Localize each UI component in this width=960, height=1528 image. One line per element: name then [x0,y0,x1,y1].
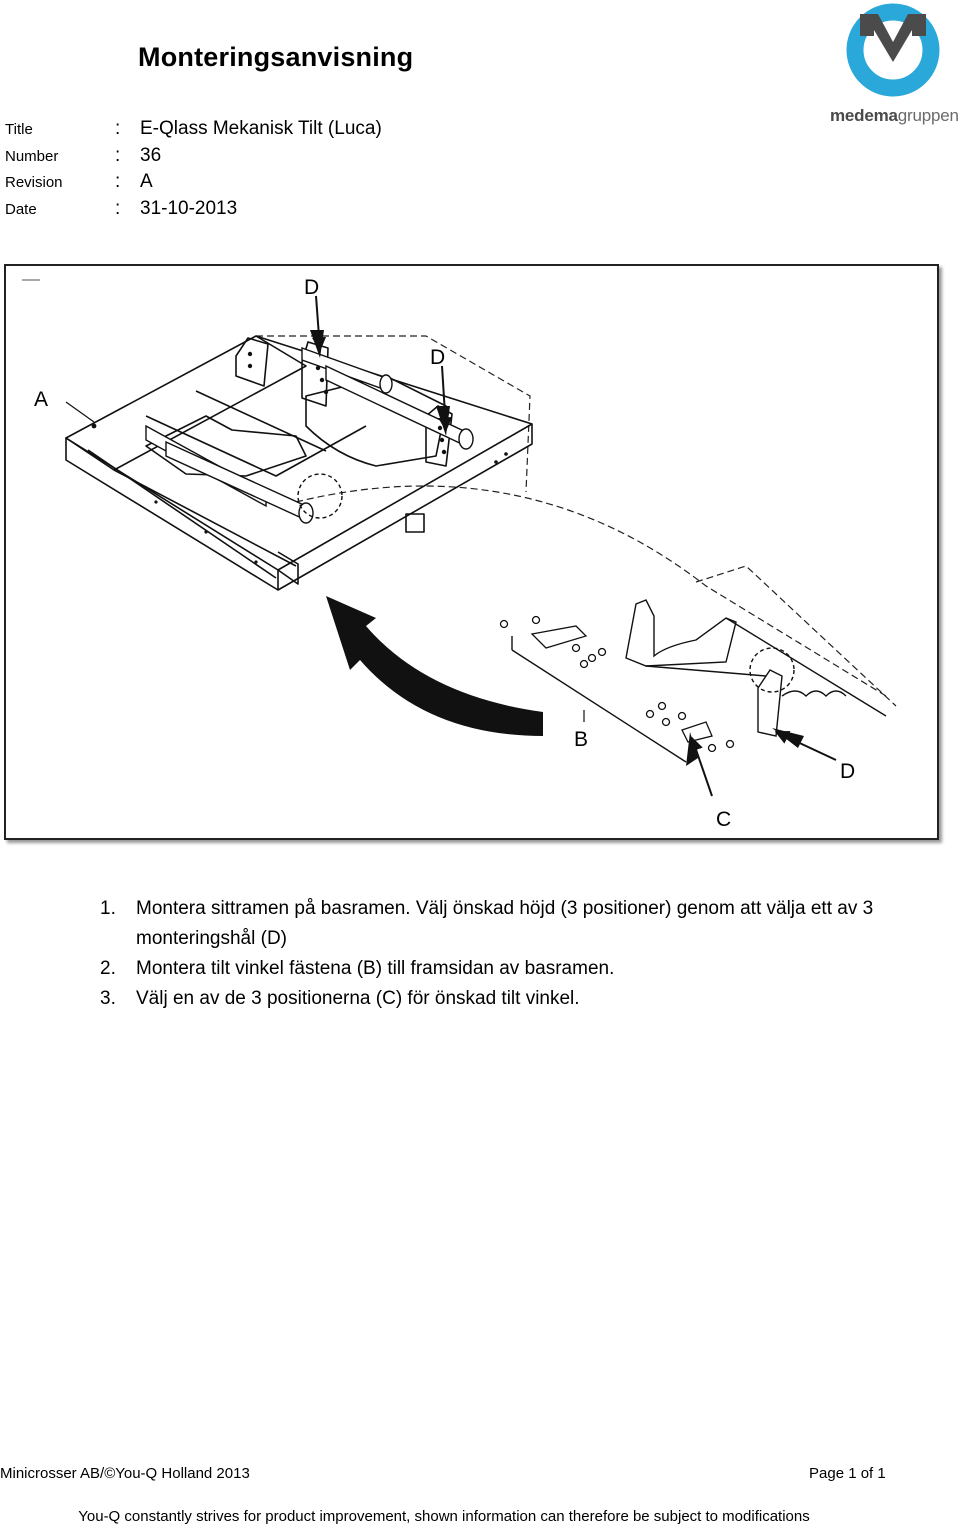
callout-b: B [574,728,588,751]
seat-outline [256,335,897,707]
assembly-arrow [326,596,543,736]
frame-rods [145,347,474,524]
list-item: 1. Montera sittramen på basramen. Välj ö… [100,894,880,954]
assembly-illustration: A D D B C D [4,264,939,840]
callout-arrowheads [310,330,804,766]
detail-view [511,599,887,763]
step-number: 2. [100,958,116,979]
meta-colon: : [115,118,121,139]
document-title: Monteringsanvisning [138,42,414,72]
meta-value-date: 31-10-2013 [140,197,238,219]
step-text: Välj en av de 3 positionerna (C) för öns… [136,988,580,1009]
meta-label: Title [5,121,33,138]
assembly-drawing: A D D B C D [22,276,897,831]
callout-c: C [716,808,731,831]
medemagruppen-logo: medemagruppen [826,0,960,132]
step-text: Montera tilt vinkel fästena (B) till fra… [136,958,615,979]
instruction-list: 1. Montera sittramen på basramen. Välj ö… [100,894,880,1014]
meta-value-revision: A [140,171,153,192]
callout-d-mid: D [430,346,445,369]
meta-colon: : [115,197,121,219]
frame-holes [91,351,508,564]
callout-a: A [34,388,48,411]
logo-ring [846,3,940,97]
base-frame [65,335,533,591]
logo-text-bold: medema [830,106,898,125]
meta-colon: : [115,171,121,192]
logo-text-light: gruppen [897,106,959,125]
logo-wordmark: medemagruppen [830,106,959,126]
meta-colon: : [115,144,121,166]
meta-label: Revision [5,174,63,191]
meta-value-title: E-Qlass Mekanisk Tilt (Luca) [140,118,382,139]
logo-mark-icon [846,3,940,97]
callout-d-right: D [840,760,855,783]
footer-disclaimer: You-Q constantly strives for product imp… [78,1508,810,1525]
callout-d-top: D [304,276,319,299]
logo-m [860,14,926,62]
step-text: Montera sittramen på basramen. Välj önsk… [136,898,874,949]
meta-label: Number [5,147,59,165]
meta-value-number: 36 [140,144,162,166]
list-item: 2. Montera tilt vinkel fästena (B) till … [100,954,880,984]
footer-page-number: Page 1 of 1 [809,1465,886,1482]
list-item: 3. Välj en av de 3 positionerna (C) för … [100,984,880,1014]
step-number: 3. [100,988,116,1009]
bracket-parts [499,615,735,753]
meta-label: Date [5,200,37,218]
step-number: 1. [100,898,116,919]
footer-copyright: Minicrosser AB/©You-Q Holland 2013 [0,1465,250,1482]
